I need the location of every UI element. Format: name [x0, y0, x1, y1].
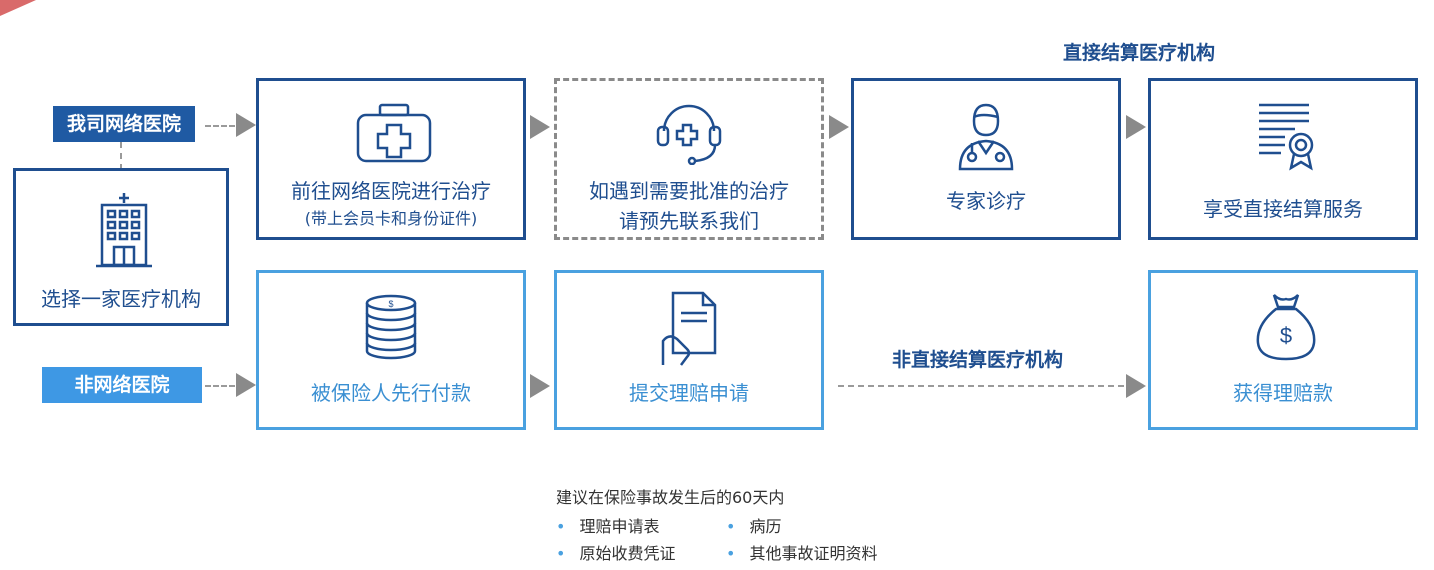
indirect-arrow-1 [530, 374, 550, 398]
direct-step-1-box: 前往网络医院进行治疗 (带上会员卡和身份证件) [256, 78, 526, 240]
non-network-hospital-tag: 非网络医院 [42, 367, 202, 403]
indirect-settlement-label: 非直接结算医疗机构 [892, 349, 1064, 371]
direct-step-4-box: 享受直接结算服务 [1148, 78, 1418, 240]
indirect-step-3-title: 获得理赔款 [1233, 381, 1333, 405]
indirect-long-connector [838, 385, 1124, 387]
certificate-icon [1259, 103, 1314, 171]
direct-step-3-title: 专家诊疗 [946, 189, 1026, 213]
document-hand-icon [661, 291, 717, 366]
direct-step-2-box: 如遇到需要批准的治疗 请预先联系我们 [554, 78, 824, 240]
network-hospital-tag: 我司网络医院 [53, 106, 195, 142]
money-bag-icon: $ [1256, 294, 1316, 361]
indirect-arrow-2 [1126, 374, 1146, 398]
indirect-step-2-title: 提交理赔申请 [629, 381, 749, 405]
doctor-icon [958, 103, 1014, 171]
svg-text:$: $ [388, 299, 393, 309]
direct-step-1-sub: (带上会员卡和身份证件) [304, 209, 478, 228]
notes-item: •其他事故证明资料 [726, 544, 878, 563]
direct-step-2-title: 如遇到需要批准的治疗 [589, 179, 789, 203]
hospital-building-icon [96, 193, 152, 268]
direct-step-4-title: 享受直接结算服务 [1203, 197, 1363, 221]
direct-settlement-label: 直接结算医疗机构 [1063, 42, 1216, 64]
notes-item: •病历 [726, 517, 782, 536]
headset-medical-icon [656, 104, 722, 165]
network-arrow [236, 113, 256, 137]
medical-kit-icon [356, 103, 432, 163]
direct-step-3-box: 专家诊疗 [851, 78, 1121, 240]
direct-arrow-2 [829, 115, 849, 139]
indirect-step-3-box: $ 获得理赔款 [1148, 270, 1418, 430]
network-connector-line [205, 125, 235, 127]
direct-step-2-title2: 请预先联系我们 [619, 209, 759, 233]
notes-heading: 建议在保险事故发生后的60天内 [556, 488, 785, 507]
select-hospital-box: 选择一家医疗机构 [13, 168, 229, 326]
notes-item: •理赔申请表 [556, 517, 660, 536]
svg-text:$: $ [1280, 323, 1292, 348]
coin-stack-icon: $ [365, 294, 417, 360]
select-hospital-label: 选择一家医疗机构 [41, 287, 201, 311]
notes-item: •原始收费凭证 [556, 544, 676, 563]
indirect-step-1-title: 被保险人先行付款 [311, 381, 471, 405]
tag-connector-line [120, 142, 122, 170]
indirect-step-1-box: $ 被保险人先行付款 [256, 270, 526, 430]
direct-step-1-title: 前往网络医院进行治疗 [291, 179, 491, 203]
corner-decoration [0, 0, 36, 16]
direct-arrow-3 [1126, 115, 1146, 139]
indirect-step-2-box: 提交理赔申请 [554, 270, 824, 430]
non-network-connector-line [205, 385, 235, 387]
direct-arrow-1 [530, 115, 550, 139]
non-network-arrow [236, 373, 256, 397]
